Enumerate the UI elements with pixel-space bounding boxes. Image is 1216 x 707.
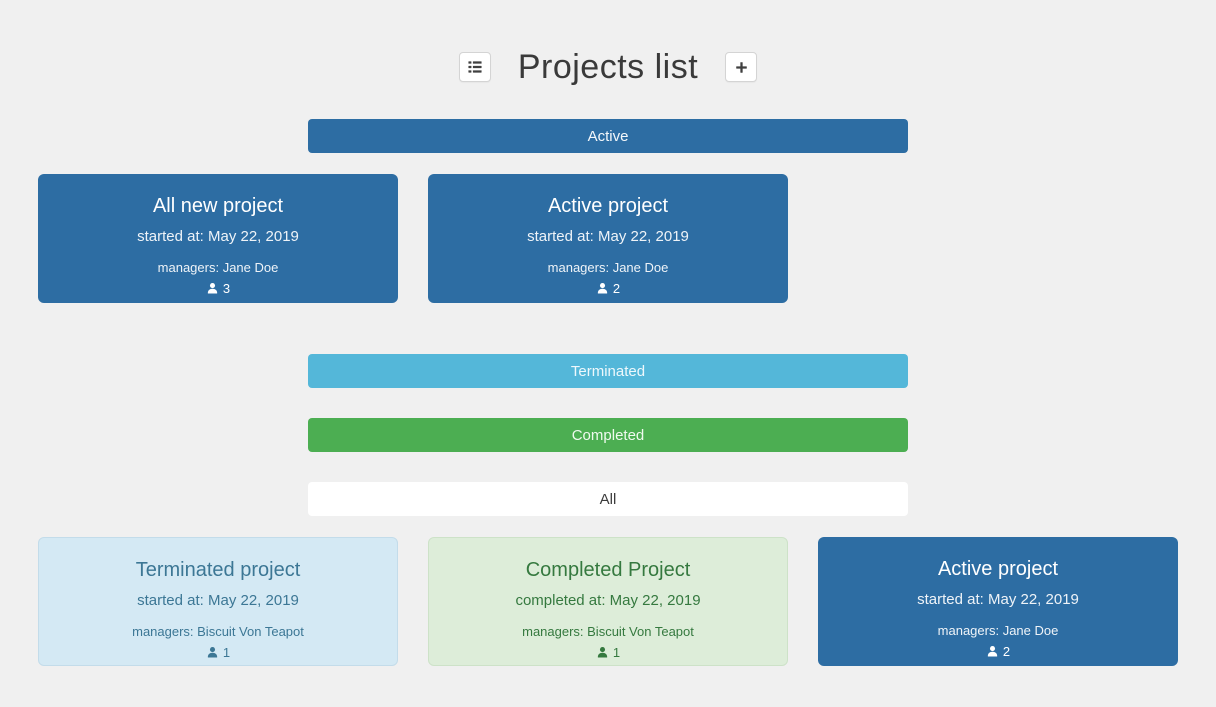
person-icon xyxy=(596,646,609,659)
project-members: 2 xyxy=(428,281,788,296)
project-members: 2 xyxy=(818,644,1178,659)
project-date: started at: May 22, 2019 xyxy=(527,228,689,245)
project-card-active-project-2[interactable]: Active project started at: May 22, 2019 … xyxy=(818,537,1178,666)
project-date: started at: May 22, 2019 xyxy=(137,592,299,609)
project-card-completed-project[interactable]: Completed Project completed at: May 22, … xyxy=(428,537,788,666)
filter-bar-completed[interactable]: Completed xyxy=(308,418,908,452)
project-managers: managers: Biscuit Von Teapot xyxy=(132,624,304,639)
active-projects-grid: All new project started at: May 22, 2019… xyxy=(38,174,1178,303)
member-count: 3 xyxy=(222,281,231,296)
filter-bar-all[interactable]: All xyxy=(308,482,908,516)
projects-page: Projects list Active All new project sta… xyxy=(0,46,1216,707)
project-date: started at: May 22, 2019 xyxy=(917,591,1079,608)
page-header: Projects list xyxy=(0,46,1216,88)
all-projects-grid: Terminated project started at: May 22, 2… xyxy=(38,537,1178,666)
project-members: 1 xyxy=(39,645,397,660)
member-count: 1 xyxy=(612,645,621,660)
list-view-button[interactable] xyxy=(458,52,491,82)
project-card-all-new-project[interactable]: All new project started at: May 22, 2019… xyxy=(38,174,398,303)
add-project-button[interactable] xyxy=(725,52,758,82)
member-count: 1 xyxy=(222,645,231,660)
filter-bar-active[interactable]: Active xyxy=(308,119,908,153)
project-title: Active project xyxy=(547,195,669,217)
page-title: Projects list xyxy=(517,47,699,86)
project-members: 1 xyxy=(429,645,787,660)
project-managers: managers: Jane Doe xyxy=(157,260,279,275)
project-managers: managers: Jane Doe xyxy=(547,260,669,275)
project-date: started at: May 22, 2019 xyxy=(137,228,299,245)
project-managers: managers: Jane Doe xyxy=(937,623,1059,638)
project-title: All new project xyxy=(152,195,284,217)
person-icon xyxy=(986,645,999,658)
person-icon xyxy=(596,282,609,295)
project-card-active-project[interactable]: Active project started at: May 22, 2019 … xyxy=(428,174,788,303)
project-title: Active project xyxy=(937,558,1059,580)
project-members: 3 xyxy=(38,281,398,296)
person-icon xyxy=(206,646,219,659)
member-count: 2 xyxy=(1002,644,1011,659)
project-title: Terminated project xyxy=(135,559,301,581)
project-title: Completed Project xyxy=(525,559,691,581)
plus-icon xyxy=(735,61,748,74)
project-date: completed at: May 22, 2019 xyxy=(515,592,701,609)
project-managers: managers: Biscuit Von Teapot xyxy=(522,624,694,639)
project-card-terminated-project[interactable]: Terminated project started at: May 22, 2… xyxy=(38,537,398,666)
filter-bar-terminated[interactable]: Terminated xyxy=(308,354,908,388)
list-icon xyxy=(468,60,482,74)
member-count: 2 xyxy=(612,281,621,296)
person-icon xyxy=(206,282,219,295)
